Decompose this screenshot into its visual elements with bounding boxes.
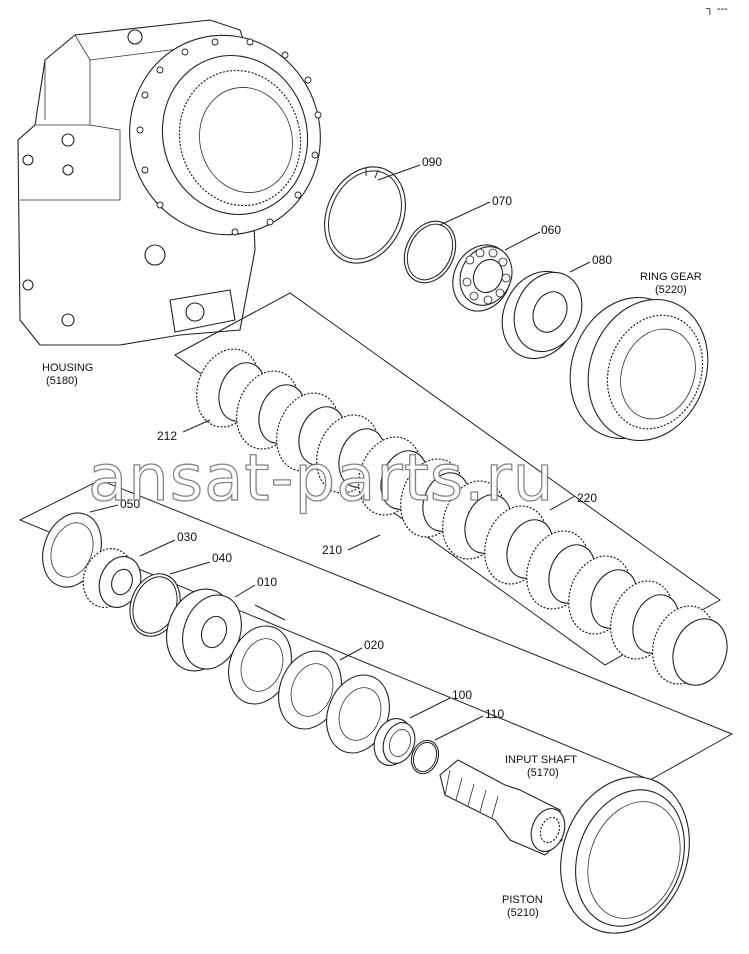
disc-pack-upper-frame [174,292,721,666]
spring-plates-020 [228,625,390,754]
piston-5210-part [560,776,690,934]
corner-mark: ┐ --- [705,3,728,16]
callout-220: 220 [577,491,597,505]
watermark-text: ansat-parts.ru [88,442,554,516]
snap-ring-110 [410,739,440,775]
bearing-060 [452,244,513,312]
ring-gear-code: (5220) [655,284,687,296]
callout-020: 020 [364,638,384,652]
callout-040: 040 [212,551,232,565]
input-shaft-name: INPUT SHAFT [505,754,577,766]
ring-gear-name: RING GEAR [640,271,702,283]
callout-210: 210 [322,543,342,557]
housing-code: (5180) [46,375,78,387]
disc-pack-212 [196,348,728,686]
input-shaft-part [439,759,566,856]
callout-030: 030 [177,530,197,544]
callout-080: 080 [592,253,612,267]
callout-110: 110 [485,707,504,721]
washer-080 [501,270,583,360]
callout-090: 090 [422,155,442,169]
piston-010 [166,588,242,672]
callout-070: 070 [492,194,512,208]
input-shaft-code: (5170) [527,767,559,779]
snap-ring-090 [324,166,406,264]
ring-gear-part [569,296,709,442]
piston-code: (5210) [507,907,539,919]
callout-212: 212 [157,429,177,443]
housing-name: HOUSING [42,362,93,374]
piston-name: PISTON [502,894,543,906]
snap-ring-070 [403,220,457,284]
disc-pack-lower-frame [18,479,734,781]
spring-group-frame-a [254,604,286,621]
housing-part [17,19,322,346]
callout-100: 100 [452,688,472,702]
callout-050: 050 [120,497,140,511]
hub-030 [82,548,142,608]
seal-100 [373,718,416,766]
callout-010: 010 [257,575,277,589]
callout-060: 060 [541,223,561,237]
